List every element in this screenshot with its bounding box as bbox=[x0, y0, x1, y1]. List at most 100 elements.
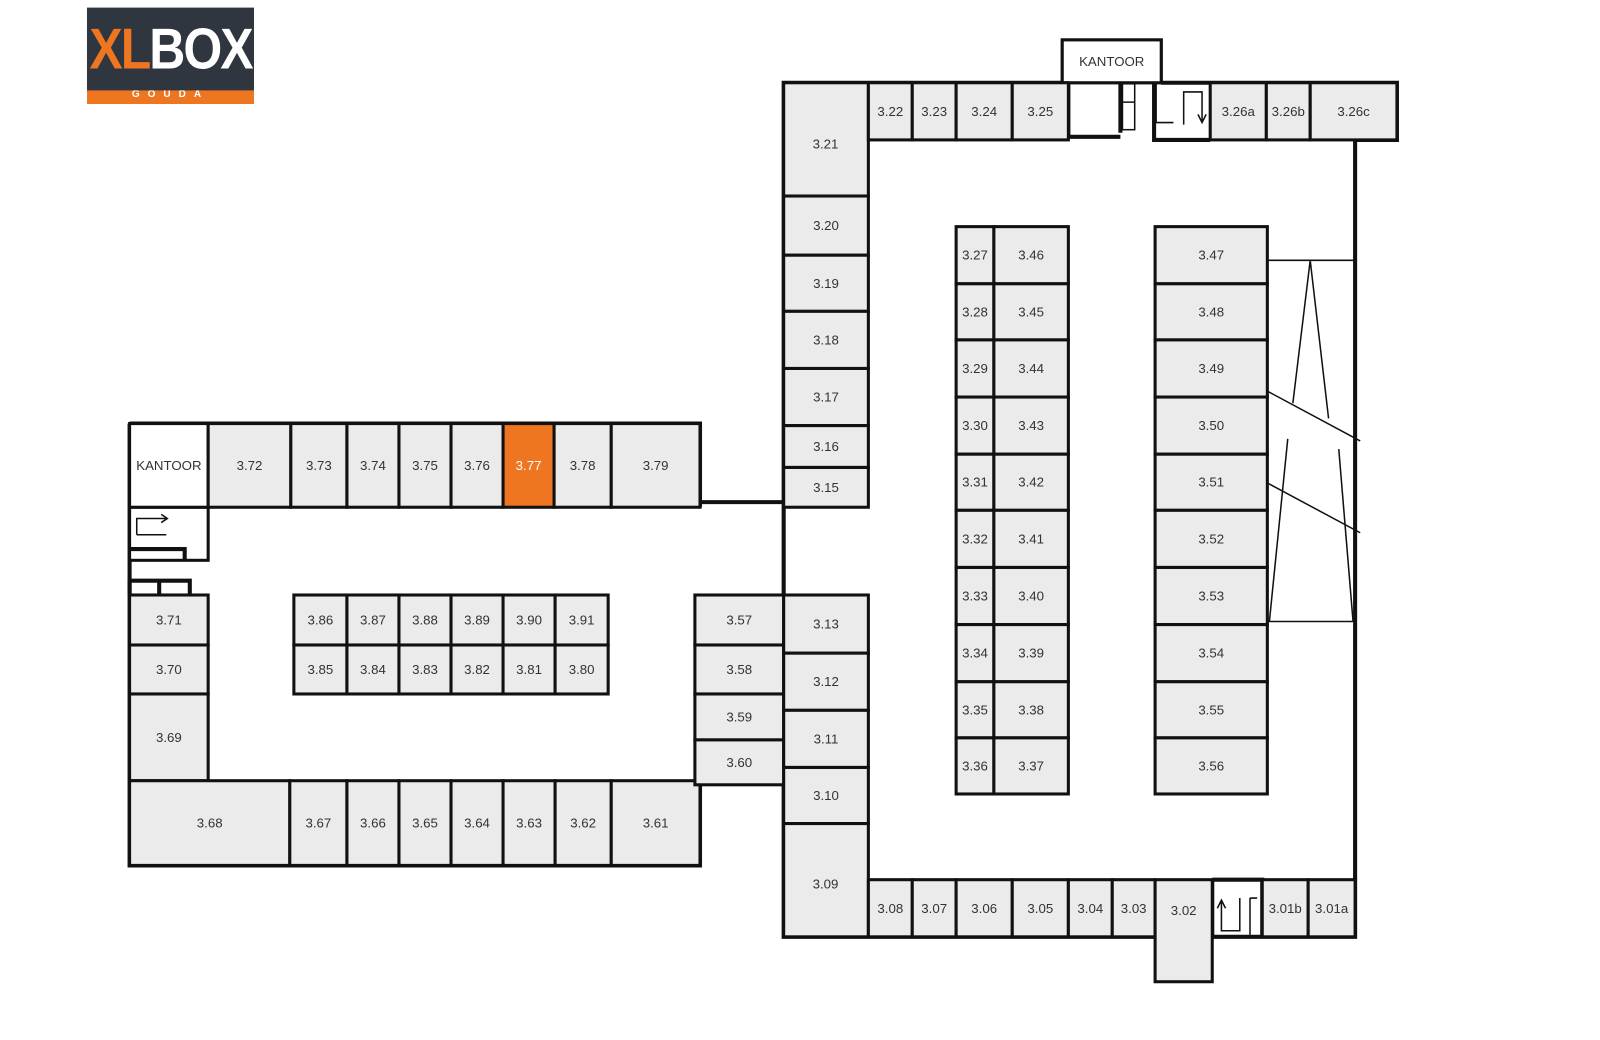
storage-unit-3-87[interactable] bbox=[345, 593, 401, 647]
storage-unit-3-02[interactable] bbox=[1153, 878, 1214, 984]
storage-unit-3-35[interactable] bbox=[954, 680, 996, 740]
storage-unit-3-83[interactable] bbox=[397, 643, 453, 696]
storage-unit-3-47[interactable] bbox=[1153, 225, 1269, 286]
storage-unit-3-01b[interactable] bbox=[1260, 878, 1310, 939]
storage-unit-3-63[interactable] bbox=[501, 779, 557, 867]
storage-unit-3-79[interactable] bbox=[609, 422, 702, 509]
storage-unit-3-65[interactable] bbox=[397, 779, 453, 867]
stairs-up-arrow-icon bbox=[1216, 897, 1258, 935]
storage-unit-3-44[interactable] bbox=[992, 338, 1070, 399]
storage-unit-3-84[interactable] bbox=[345, 643, 401, 696]
storage-unit-3-03[interactable] bbox=[1110, 878, 1157, 939]
storage-unit-3-73[interactable] bbox=[289, 422, 349, 509]
storage-unit-3-52[interactable] bbox=[1153, 508, 1269, 569]
storage-unit-3-23[interactable] bbox=[910, 81, 958, 142]
storage-unit-3-82[interactable] bbox=[449, 643, 505, 696]
storage-unit-3-74[interactable] bbox=[345, 422, 401, 509]
storage-unit-3-40[interactable] bbox=[992, 565, 1070, 627]
storage-unit-3-34[interactable] bbox=[954, 623, 996, 684]
storage-unit-3-29[interactable] bbox=[954, 338, 996, 399]
storage-unit-3-89[interactable] bbox=[449, 593, 505, 647]
storage-unit-3-88[interactable] bbox=[397, 593, 453, 647]
storage-unit-3-01a[interactable] bbox=[1306, 878, 1357, 939]
storage-unit-3-27[interactable] bbox=[954, 225, 996, 286]
storage-unit-3-86[interactable] bbox=[292, 593, 349, 647]
storage-unit-3-69[interactable] bbox=[128, 692, 210, 783]
storage-unit-3-26a[interactable] bbox=[1208, 81, 1268, 142]
office-top bbox=[1060, 38, 1163, 85]
logo-box: BOX bbox=[149, 16, 253, 82]
stairs-down-arrow-icon bbox=[1182, 91, 1207, 125]
storage-unit-3-06[interactable] bbox=[954, 878, 1014, 939]
storage-unit-3-81[interactable] bbox=[501, 643, 557, 696]
storage-unit-3-12[interactable] bbox=[782, 651, 870, 712]
storage-unit-3-80[interactable] bbox=[553, 643, 610, 696]
storage-unit-3-51[interactable] bbox=[1153, 452, 1269, 512]
storage-unit-3-67[interactable] bbox=[288, 779, 349, 867]
storage-unit-3-75[interactable] bbox=[397, 422, 453, 509]
storage-unit-3-60[interactable] bbox=[693, 738, 786, 787]
storage-unit-3-62[interactable] bbox=[553, 779, 613, 867]
storage-unit-3-10[interactable] bbox=[782, 765, 870, 826]
storage-unit-3-41[interactable] bbox=[992, 508, 1070, 569]
storage-unit-3-39[interactable] bbox=[992, 623, 1070, 684]
storage-unit-3-61[interactable] bbox=[609, 779, 702, 867]
logo-xl: XL bbox=[89, 16, 151, 82]
storage-unit-3-43[interactable] bbox=[992, 395, 1070, 456]
storage-unit-3-31[interactable] bbox=[954, 452, 996, 512]
storage-unit-3-24[interactable] bbox=[954, 81, 1014, 142]
storage-unit-3-38[interactable] bbox=[992, 680, 1070, 740]
storage-unit-3-08[interactable] bbox=[866, 878, 914, 939]
storage-unit-3-48[interactable] bbox=[1153, 282, 1269, 342]
storage-unit-3-70[interactable] bbox=[128, 643, 210, 696]
storage-unit-3-72[interactable] bbox=[206, 422, 293, 509]
storage-unit-3-64[interactable] bbox=[449, 779, 505, 867]
storage-unit-3-71[interactable] bbox=[128, 593, 210, 647]
storage-unit-3-20[interactable] bbox=[782, 194, 870, 257]
storage-unit-3-19[interactable] bbox=[782, 253, 870, 313]
storage-unit-3-91[interactable] bbox=[553, 593, 610, 647]
storage-unit-3-57[interactable] bbox=[693, 593, 786, 647]
storage-unit-3-13[interactable] bbox=[782, 593, 870, 655]
storage-unit-3-45[interactable] bbox=[992, 282, 1070, 342]
storage-unit-3-50[interactable] bbox=[1153, 395, 1269, 456]
storage-unit-3-36[interactable] bbox=[954, 736, 996, 796]
storage-unit-3-30[interactable] bbox=[954, 395, 996, 456]
storage-unit-3-33[interactable] bbox=[954, 565, 996, 627]
storage-unit-3-46[interactable] bbox=[992, 225, 1070, 286]
storage-unit-3-49[interactable] bbox=[1153, 338, 1269, 399]
storage-unit-3-55[interactable] bbox=[1153, 680, 1269, 740]
storage-unit-3-04[interactable] bbox=[1066, 878, 1114, 939]
storage-unit-3-56[interactable] bbox=[1153, 736, 1269, 796]
storage-unit-3-37[interactable] bbox=[992, 736, 1070, 796]
storage-unit-3-17[interactable] bbox=[782, 366, 870, 428]
storage-unit-3-28[interactable] bbox=[954, 282, 996, 342]
storage-unit-3-54[interactable] bbox=[1153, 623, 1269, 684]
storage-unit-3-18[interactable] bbox=[782, 309, 870, 370]
storage-unit-3-42[interactable] bbox=[992, 452, 1070, 512]
storage-unit-3-15[interactable] bbox=[782, 465, 870, 509]
storage-unit-3-26b[interactable] bbox=[1264, 81, 1312, 142]
storage-unit-3-07[interactable] bbox=[910, 878, 958, 939]
storage-unit-3-05[interactable] bbox=[1010, 878, 1070, 939]
storage-unit-3-09[interactable] bbox=[782, 822, 870, 939]
storage-unit-3-32[interactable] bbox=[954, 508, 996, 569]
storage-unit-3-85[interactable] bbox=[292, 643, 349, 696]
storage-unit-3-76[interactable] bbox=[449, 422, 505, 509]
storage-unit-3-90[interactable] bbox=[501, 593, 557, 647]
storage-unit-3-59[interactable] bbox=[693, 692, 786, 742]
storage-unit-3-66[interactable] bbox=[345, 779, 401, 867]
storage-unit-3-11[interactable] bbox=[782, 708, 870, 769]
storage-unit-3-16[interactable] bbox=[782, 424, 870, 469]
storage-unit-3-22[interactable] bbox=[866, 81, 914, 142]
storage-unit-3-25[interactable] bbox=[1010, 81, 1070, 142]
storage-unit-3-21[interactable] bbox=[782, 81, 870, 198]
storage-unit-3-77-selected[interactable] bbox=[501, 422, 556, 509]
storage-unit-3-78[interactable] bbox=[552, 422, 613, 509]
storage-unit-3-68[interactable] bbox=[128, 779, 292, 867]
storage-unit-3-53[interactable] bbox=[1153, 565, 1269, 627]
storage-unit-3-58[interactable] bbox=[693, 643, 786, 696]
storage-unit-3-26c[interactable] bbox=[1308, 81, 1399, 142]
